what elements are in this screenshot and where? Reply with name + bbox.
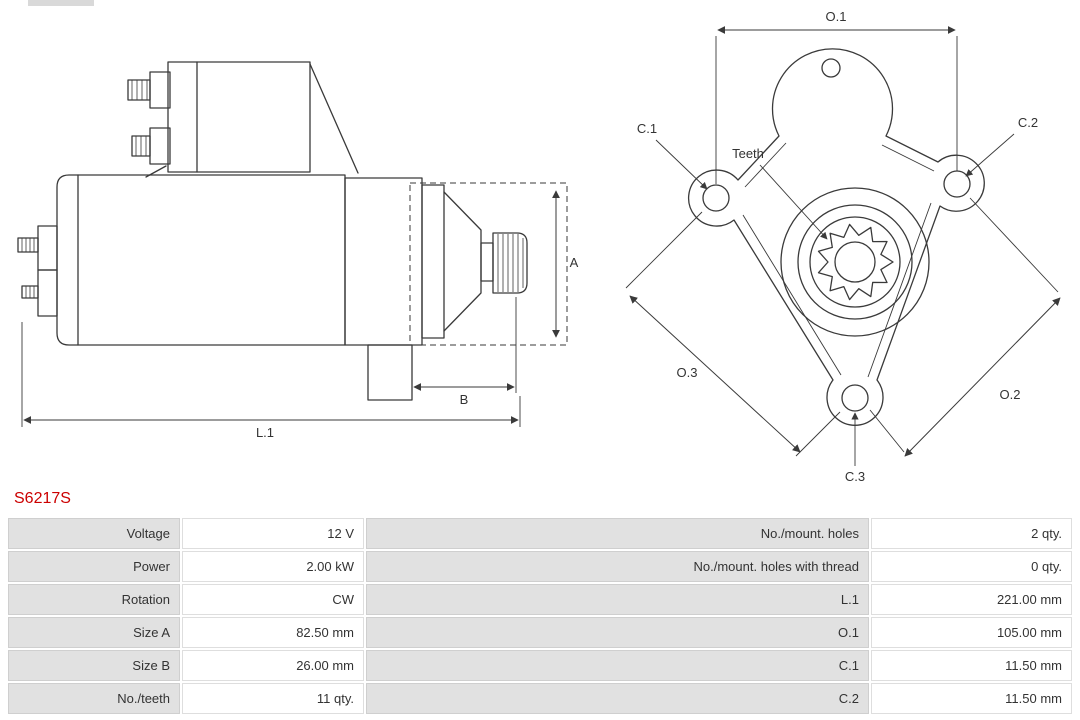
label-b: B (460, 392, 469, 407)
spec-value: 0 qty. (871, 551, 1072, 582)
label-o3: O.3 (677, 365, 698, 380)
spec-label: Rotation (8, 584, 180, 615)
spec-label: No./mount. holes with thread (366, 551, 869, 582)
spec-value: 11.50 mm (871, 650, 1072, 681)
bracket (309, 63, 359, 174)
spec-label: L.1 (366, 584, 869, 615)
spec-value: 82.50 mm (182, 617, 364, 648)
spec-value: 26.00 mm (182, 650, 364, 681)
label-c2: C.2 (1018, 115, 1038, 130)
spec-value: 2.00 kW (182, 551, 364, 582)
top-hole (821, 58, 841, 78)
terminal-block (37, 225, 58, 271)
dim-line-o3 (629, 295, 801, 453)
leader-c1 (655, 139, 708, 190)
hole-c3 (841, 384, 869, 412)
spec-label: No./teeth (8, 683, 180, 714)
reference-box (409, 182, 568, 346)
label-c1: C.1 (637, 121, 657, 136)
mounting-flange (687, 48, 985, 426)
label-teeth: Teeth (732, 146, 764, 161)
label-o2: O.2 (1000, 387, 1021, 402)
spec-value: 11.50 mm (871, 683, 1072, 714)
spec-label: O.1 (366, 617, 869, 648)
spec-value: CW (182, 584, 364, 615)
label-l1: L.1 (256, 425, 274, 440)
spec-label: Voltage (8, 518, 180, 549)
spec-label: C.2 (366, 683, 869, 714)
starter-front-view: O.1 C.1 C.2 Teeth C.3 O.3 O.2 (625, 9, 1061, 484)
leader-c2 (965, 133, 1015, 177)
solenoid (167, 61, 311, 173)
center-boss (780, 187, 930, 337)
motor-body (56, 174, 346, 346)
wire (145, 165, 167, 178)
leader-teeth (759, 164, 828, 240)
spec-table: Voltage 12 V No./mount. holes 2 qty. Pow… (8, 518, 1072, 714)
spline-teeth (817, 223, 894, 301)
hole-c2 (943, 170, 971, 198)
spec-value: 2 qty. (871, 518, 1072, 549)
spec-label: No./mount. holes (366, 518, 869, 549)
label-o1: O.1 (826, 9, 847, 24)
pinion-gear (492, 232, 528, 294)
page-artifact (28, 0, 94, 6)
dim-line-o2 (904, 297, 1061, 457)
part-number: S6217S (14, 490, 71, 507)
spec-value: 221.00 mm (871, 584, 1072, 615)
spec-value: 105.00 mm (871, 617, 1072, 648)
mounting-foot (367, 344, 413, 401)
spec-label: Size A (8, 617, 180, 648)
label-c3: C.3 (845, 469, 865, 484)
starter-side-view: A B L.1 (17, 61, 579, 440)
spec-label: Size B (8, 650, 180, 681)
spec-label: Power (8, 551, 180, 582)
solenoid-terminal (149, 127, 171, 165)
technical-diagram: A B L.1 (17, 9, 1061, 484)
hole-c1 (702, 184, 730, 212)
spec-value: 12 V (182, 518, 364, 549)
solenoid-terminal (149, 71, 171, 109)
spec-label: C.1 (366, 650, 869, 681)
label-a: A (570, 255, 579, 270)
shaft-bore (834, 241, 876, 283)
spec-value: 11 qty. (182, 683, 364, 714)
shaft (480, 242, 494, 282)
flange-rim (742, 142, 935, 378)
stud (17, 237, 39, 253)
